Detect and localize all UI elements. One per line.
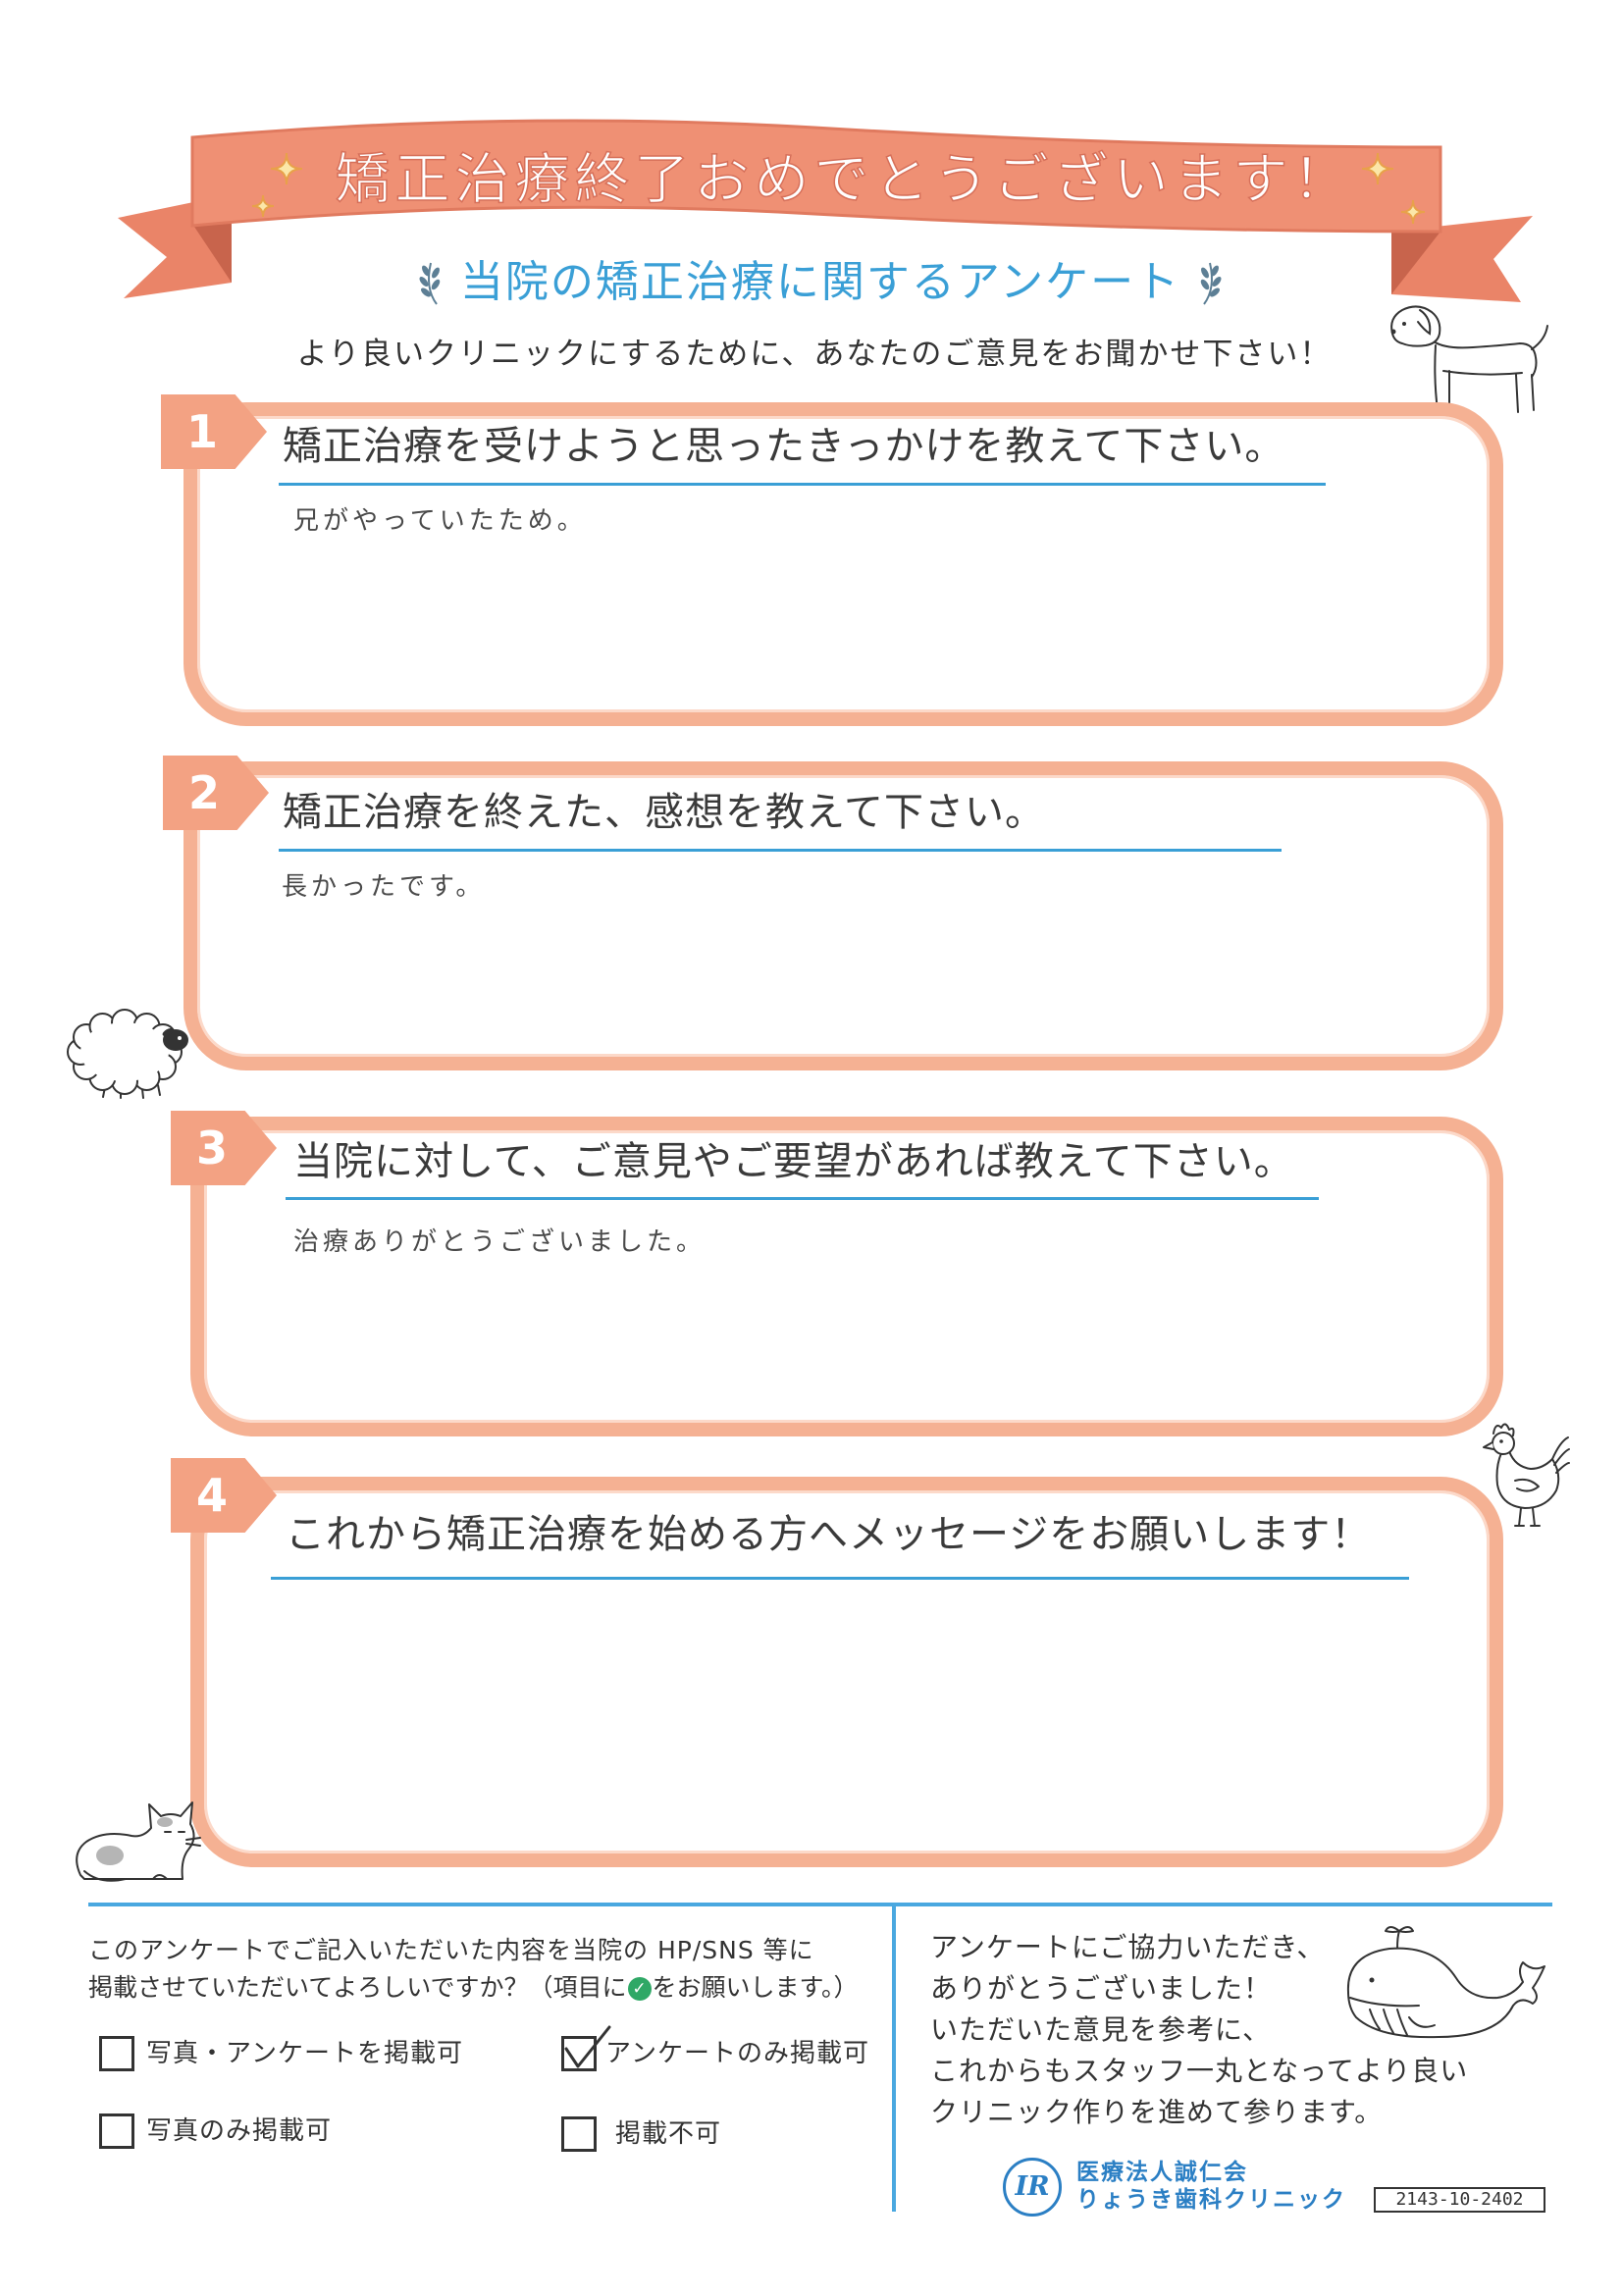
- checkbox-photo-and-survey[interactable]: [99, 2036, 134, 2071]
- checkbox-not-allowed-label: 掲載不可: [615, 2119, 722, 2149]
- bottom-divider-horizontal: [88, 1903, 1552, 1906]
- ribbon-body: [190, 119, 1442, 234]
- thanks-line: いただいた意見を参考に、: [930, 2013, 1272, 2046]
- sparkle-icon: [251, 194, 275, 218]
- checkbox-photo-only-label: 写真のみ掲載可: [146, 2116, 333, 2146]
- sparkle-icon: [270, 152, 303, 185]
- thanks-line: アンケートにご協力いただき、: [930, 1931, 1326, 1963]
- thanks-line: ありがとうございました！: [930, 1972, 1273, 2005]
- thanks-line: これからもスタッフ一丸となってより良い: [930, 2055, 1469, 2087]
- checkmark-icon: [564, 2025, 611, 2068]
- clinic-name: りょうき歯科クリニック: [1076, 2186, 1346, 2213]
- sheep-illustration: [66, 993, 188, 1099]
- whale-illustration: [1340, 1923, 1548, 2047]
- thanks-line: クリニック作りを進めて参ります。: [930, 2096, 1384, 2128]
- check-circle-icon: ✓: [627, 1977, 652, 2001]
- cat-illustration: [71, 1777, 205, 1890]
- laurel-left-icon: [419, 262, 441, 305]
- ribbon-left-fold: [192, 224, 232, 283]
- dog-illustration: [1385, 300, 1551, 420]
- laurel-right-icon: [1200, 262, 1222, 305]
- banner-title: 矯正治療終了おめでとうございます！: [335, 147, 1353, 213]
- consent-question-line2: 掲載させていただいてよろしいですか？（項目に✓をお願いします。）: [88, 1971, 859, 2005]
- consent-question-line1: このアンケートでご記入いただいた内容を当院の HP/SNS 等に: [88, 1936, 814, 1964]
- checkbox-not-allowed[interactable]: [561, 2116, 597, 2152]
- question-3-answer: 治療ありがとうございました。: [293, 1227, 707, 1257]
- checkbox-survey-only-label: アンケートのみ掲載可: [605, 2039, 869, 2068]
- checkbox-survey-only[interactable]: [561, 2025, 611, 2071]
- question-3-underline: [286, 1197, 1319, 1200]
- sparkle-icon: [1400, 199, 1426, 225]
- survey-title: 当院の矯正治療に関するアンケート: [459, 257, 1181, 307]
- chicken-illustration: [1472, 1418, 1570, 1531]
- banner-ribbon: [118, 119, 1533, 302]
- question-4-text: これから矯正治療を始める方へメッセージをお願いします！: [286, 1512, 1372, 1557]
- checkbox-photo-and-survey-label: 写真・アンケートを掲載可: [146, 2039, 463, 2068]
- ribbon-right-fold: [1391, 232, 1440, 294]
- question-2-answer: 長かったです。: [282, 872, 486, 902]
- consent-line2-after: をお願いします。）: [652, 1973, 859, 2002]
- question-2-underline: [279, 849, 1282, 852]
- question-1-underline: [279, 483, 1326, 486]
- clinic-logo: IR: [1003, 2158, 1062, 2217]
- bottom-divider-vertical: [892, 1905, 896, 2212]
- question-1-box: [183, 402, 1503, 726]
- question-2-text: 矯正治療を終えた、感想を教えて下さい。: [283, 790, 1045, 835]
- question-2-box: [183, 761, 1503, 1070]
- question-1-answer: 兄がやっていたため。: [293, 506, 587, 536]
- survey-intro: より良いクリニックにするために、あなたのご意見をお聞かせ下さい！: [296, 337, 1333, 372]
- clinic-corporation: 医療法人誠仁会: [1076, 2159, 1248, 2185]
- checkbox-photo-only[interactable]: [99, 2113, 134, 2149]
- sparkle-icon: [1361, 152, 1394, 185]
- question-4-underline: [271, 1577, 1409, 1580]
- question-1-text: 矯正治療を受けようと思ったきっかけを教えて下さい。: [283, 424, 1285, 469]
- thanks-message: アンケートにご協力いただき、 ありがとうございました！ いただいた意見を参考に、…: [930, 1927, 1468, 2133]
- consent-line2-before: 掲載させていただいてよろしいですか？（項目に: [88, 1973, 627, 2002]
- question-4-box: [190, 1477, 1503, 1867]
- question-3-text: 当院に対して、ご意見やご要望があれば教えて下さい。: [293, 1139, 1294, 1184]
- question-3-box: [190, 1117, 1503, 1436]
- document-code: 2143-10-2402: [1374, 2187, 1545, 2213]
